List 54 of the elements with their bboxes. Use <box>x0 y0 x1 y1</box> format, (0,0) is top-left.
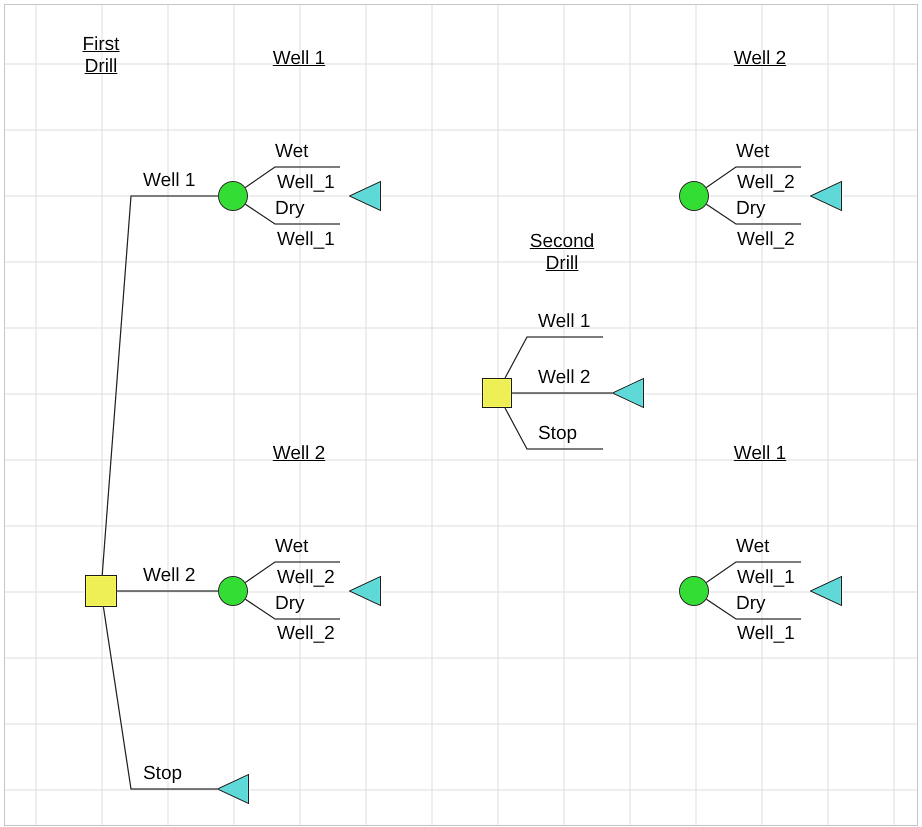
edge-label: Wet <box>736 536 770 558</box>
edge-label: Wet <box>275 536 308 558</box>
terminal-triangle <box>612 378 644 408</box>
branch-line <box>117 590 218 592</box>
edge-label: Stop <box>538 423 578 445</box>
branch-line <box>244 166 340 188</box>
terminal-triangle <box>217 774 249 804</box>
edge-label: Wet <box>736 141 770 163</box>
branch-value: Well_2 <box>737 229 795 251</box>
edge-label: Dry <box>275 198 305 220</box>
edge-label: Dry <box>275 593 305 615</box>
edge-label: Well 2 <box>538 367 590 389</box>
chance-circle <box>679 181 709 211</box>
branch-value: Well_2 <box>277 567 335 589</box>
branch-line <box>512 392 612 394</box>
decision-square <box>482 378 512 408</box>
terminal-triangle <box>349 181 381 211</box>
branch-line <box>244 561 340 584</box>
chance-circle <box>679 576 709 606</box>
branch-value: Well_1 <box>737 567 795 589</box>
chance-circle <box>218 181 248 211</box>
terminal-triangle <box>810 576 842 606</box>
column-heading: Second Drill <box>528 231 596 275</box>
branch-line <box>706 598 801 620</box>
branch-line <box>706 166 801 188</box>
edge-label: Well 1 <box>143 170 196 192</box>
branch-line <box>245 598 340 620</box>
terminal-triangle <box>810 181 842 211</box>
edge-label: Well 2 <box>143 565 196 587</box>
branch-value: Well_1 <box>277 229 335 251</box>
branch-value: Well_1 <box>737 623 795 645</box>
branch-line <box>706 561 801 584</box>
branch-line <box>504 408 603 450</box>
column-heading: Well 2 <box>732 48 788 70</box>
edge-label: Dry <box>736 593 766 615</box>
branch-line <box>504 336 603 378</box>
chance-circle <box>218 576 248 606</box>
branch-value: Well_2 <box>277 623 335 645</box>
branch-value: Well_1 <box>277 172 335 194</box>
edge-label: Wet <box>275 141 308 163</box>
edge-label: Dry <box>736 198 766 220</box>
terminal-triangle <box>349 576 381 606</box>
branch-value: Well_2 <box>737 172 795 194</box>
column-heading: First Drill <box>82 34 120 78</box>
column-heading: Well 1 <box>272 48 326 70</box>
branch-line <box>102 195 218 576</box>
branch-line <box>245 204 340 225</box>
column-heading: Well 1 <box>732 443 788 465</box>
branch-line <box>706 204 801 225</box>
edge-label: Well 1 <box>538 311 590 333</box>
column-heading: Well 2 <box>272 443 326 465</box>
branch-line <box>102 606 217 790</box>
edge-label: Stop <box>143 763 182 785</box>
decision-square <box>85 575 117 607</box>
